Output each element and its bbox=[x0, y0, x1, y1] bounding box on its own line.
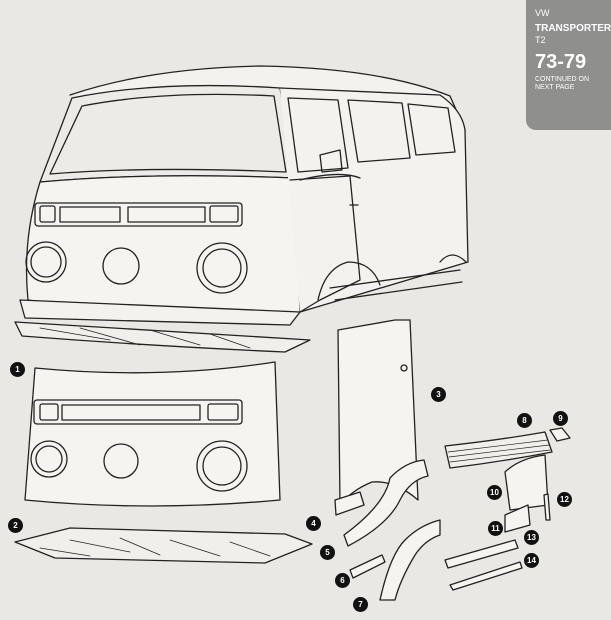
vehicle-model: TRANSPORTER bbox=[535, 23, 611, 34]
step-and-sill-parts bbox=[444, 427, 571, 591]
callout-2: 2 bbox=[8, 518, 23, 533]
vehicle-years: 73-79 bbox=[535, 51, 587, 73]
callout-9: 9 bbox=[553, 411, 568, 426]
callout-1: 1 bbox=[10, 362, 25, 377]
van-illustration bbox=[14, 65, 469, 353]
front-panel-part bbox=[24, 361, 281, 507]
callout-4: 4 bbox=[306, 516, 321, 531]
vehicle-generation: T2 bbox=[535, 35, 546, 45]
callout-3: 3 bbox=[431, 387, 446, 402]
continued-note: CONTINUED ON NEXT PAGE bbox=[535, 76, 590, 91]
callout-7: 7 bbox=[353, 597, 368, 612]
callout-10: 10 bbox=[487, 485, 502, 500]
floor-plate-part bbox=[14, 527, 313, 564]
callout-11: 11 bbox=[488, 521, 503, 536]
callout-8: 8 bbox=[517, 413, 532, 428]
arch-pieces bbox=[334, 459, 441, 601]
callout-12: 12 bbox=[557, 492, 572, 507]
callout-13: 13 bbox=[524, 530, 539, 545]
callout-6: 6 bbox=[335, 573, 350, 588]
callout-5: 5 bbox=[320, 545, 335, 560]
vehicle-info-tab: VW TRANSPORTER T2 73-79 CONTINUED ON NEX… bbox=[526, 0, 611, 130]
vehicle-make: VW bbox=[535, 8, 550, 18]
callout-14: 14 bbox=[524, 553, 539, 568]
